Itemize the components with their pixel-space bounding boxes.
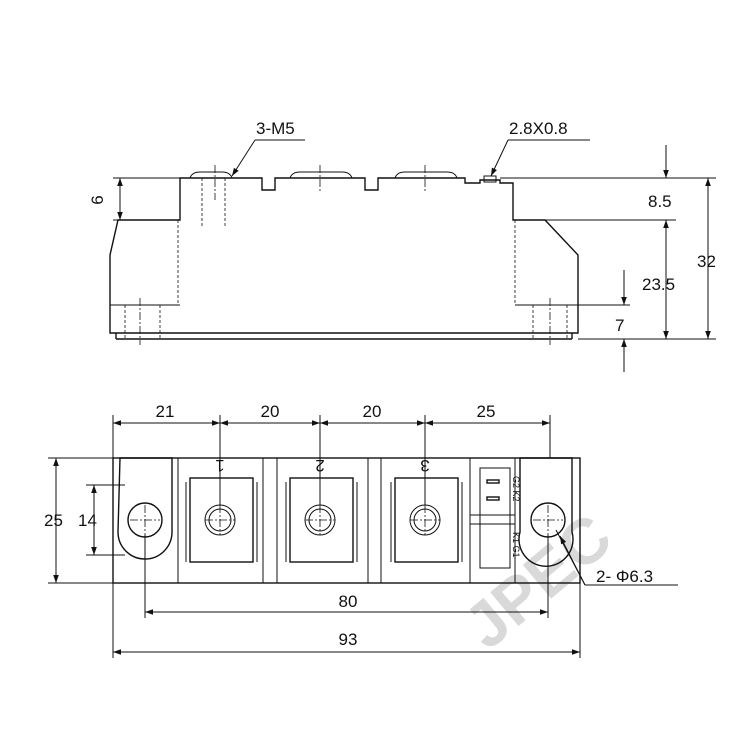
terminal-pad-2: [289, 477, 354, 563]
gate-pin: [483, 175, 497, 183]
terminal-pad-1: [189, 477, 254, 563]
terminal-pad-3: [394, 477, 459, 563]
terminal-bump-2: [289, 171, 353, 179]
terminal-bump-3: [394, 171, 458, 179]
dim-side-7: 7: [615, 316, 624, 335]
callout-pin-size: 2.8X0.8: [509, 119, 568, 138]
mounting-ear-left: [117, 457, 173, 560]
gate-connector: [479, 467, 511, 569]
dim-side-6: 6: [88, 195, 107, 204]
dim-left-25: 25: [44, 511, 63, 530]
dim-left-14: 14: [78, 511, 97, 530]
side-view: 3-M5 2.8X0.8 6 8.5 23.5 7 32: [88, 119, 716, 372]
dim-side-8-5: 8.5: [648, 192, 672, 211]
dim-bottom-93: 93: [339, 630, 358, 649]
dim-top-25: 25: [477, 402, 496, 421]
callout-3-m5: 3-M5: [256, 119, 295, 138]
dim-bottom-80: 80: [339, 592, 358, 611]
dim-side-23-5: 23.5: [642, 275, 675, 294]
dim-top-20a: 20: [261, 402, 280, 421]
center-marks: [130, 505, 563, 535]
dim-side-32: 32: [697, 252, 716, 271]
gate-label-k1g1: K1 G1: [511, 532, 521, 558]
dim-top-21: 21: [156, 402, 175, 421]
gate-label-g2k2: G2 K2: [511, 476, 521, 502]
dim-top-20b: 20: [363, 402, 382, 421]
side-body-outline: [109, 177, 579, 334]
top-body-outline: [112, 457, 581, 584]
callout-hole-diameter: 2- Φ6.3: [596, 567, 653, 586]
top-view: 1 2 3 G2 K2 K1 G1 21 20 20 25 25 14 2- Φ…: [44, 402, 678, 658]
terminal-bump-1: [189, 171, 233, 179]
